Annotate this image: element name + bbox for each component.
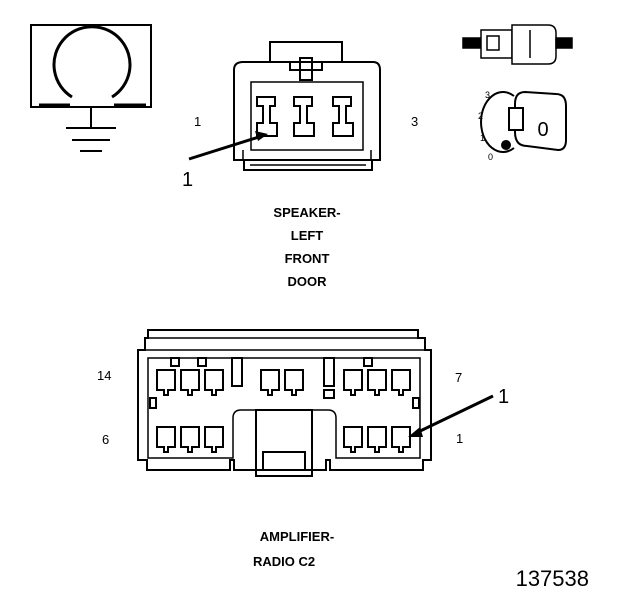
ignition-position-2: 2 bbox=[478, 111, 483, 121]
connector-side-view-icon bbox=[462, 24, 573, 65]
amplifier-pin-6-label: 6 bbox=[102, 432, 109, 447]
speaker-pin-1-label: 1 bbox=[194, 114, 201, 129]
amplifier-connector bbox=[137, 329, 432, 477]
speaker-callout-leader bbox=[188, 134, 263, 161]
speaker-label-line-3: FRONT bbox=[285, 251, 330, 266]
speaker-callout-number: 1 bbox=[182, 169, 193, 191]
figure-number: 137538 bbox=[516, 566, 589, 591]
ignition-position-1: 1 bbox=[480, 133, 485, 143]
amplifier-pin-14-label: 14 bbox=[97, 368, 111, 383]
ignition-key-icon bbox=[480, 90, 567, 153]
speaker-pin-3-label: 3 bbox=[411, 114, 418, 129]
amplifier-pin-cavities-top bbox=[156, 357, 411, 396]
speaker-pin-cavities bbox=[256, 96, 354, 137]
ignition-key-mark: 0 bbox=[537, 119, 548, 141]
ignition-position-3: 3 bbox=[485, 90, 490, 100]
amplifier-pin-cavities-bottom bbox=[156, 426, 411, 453]
amplifier-pin-1-label: 1 bbox=[456, 431, 463, 446]
speaker-label-line-2: LEFT bbox=[291, 228, 324, 243]
speaker-callout-arrowhead bbox=[255, 131, 268, 141]
amplifier-label-line-2: RADIO C2 bbox=[253, 554, 315, 569]
amplifier-callout-leader bbox=[415, 394, 494, 435]
speaker-label-line-1: SPEAKER- bbox=[273, 205, 340, 220]
amplifier-callout-arrowhead bbox=[408, 427, 423, 437]
amplifier-label-line-1: AMPLIFIER- bbox=[260, 529, 334, 544]
amplifier-callout-number: 1 bbox=[498, 386, 509, 408]
ground-symbol-icon bbox=[30, 24, 152, 152]
speaker-connector bbox=[233, 41, 381, 171]
speaker-label-line-4: DOOR bbox=[288, 274, 328, 289]
amplifier-pin-7-label: 7 bbox=[455, 370, 462, 385]
ignition-position-0: 0 bbox=[488, 152, 493, 162]
